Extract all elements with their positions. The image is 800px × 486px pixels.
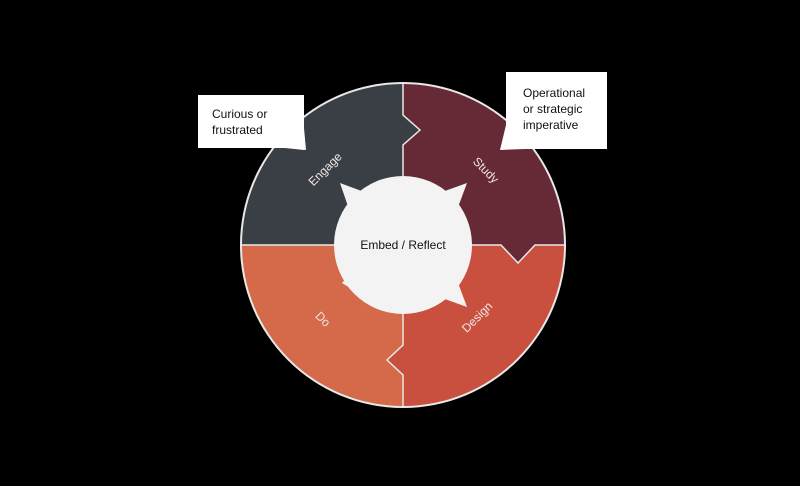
callout-right-line-2: or strategic <box>523 102 582 116</box>
callout-left: Curious or frustrated <box>198 95 306 150</box>
center-hub <box>334 176 472 314</box>
center-label: Embed / Reflect <box>360 238 446 252</box>
callout-right: Operational or strategic imperative <box>500 72 607 150</box>
callout-left-line-1: Curious or <box>212 107 267 121</box>
callout-right-line-1: Operational <box>523 86 585 100</box>
callout-left-line-2: frustrated <box>212 123 263 137</box>
callout-right-line-3: imperative <box>523 118 579 132</box>
